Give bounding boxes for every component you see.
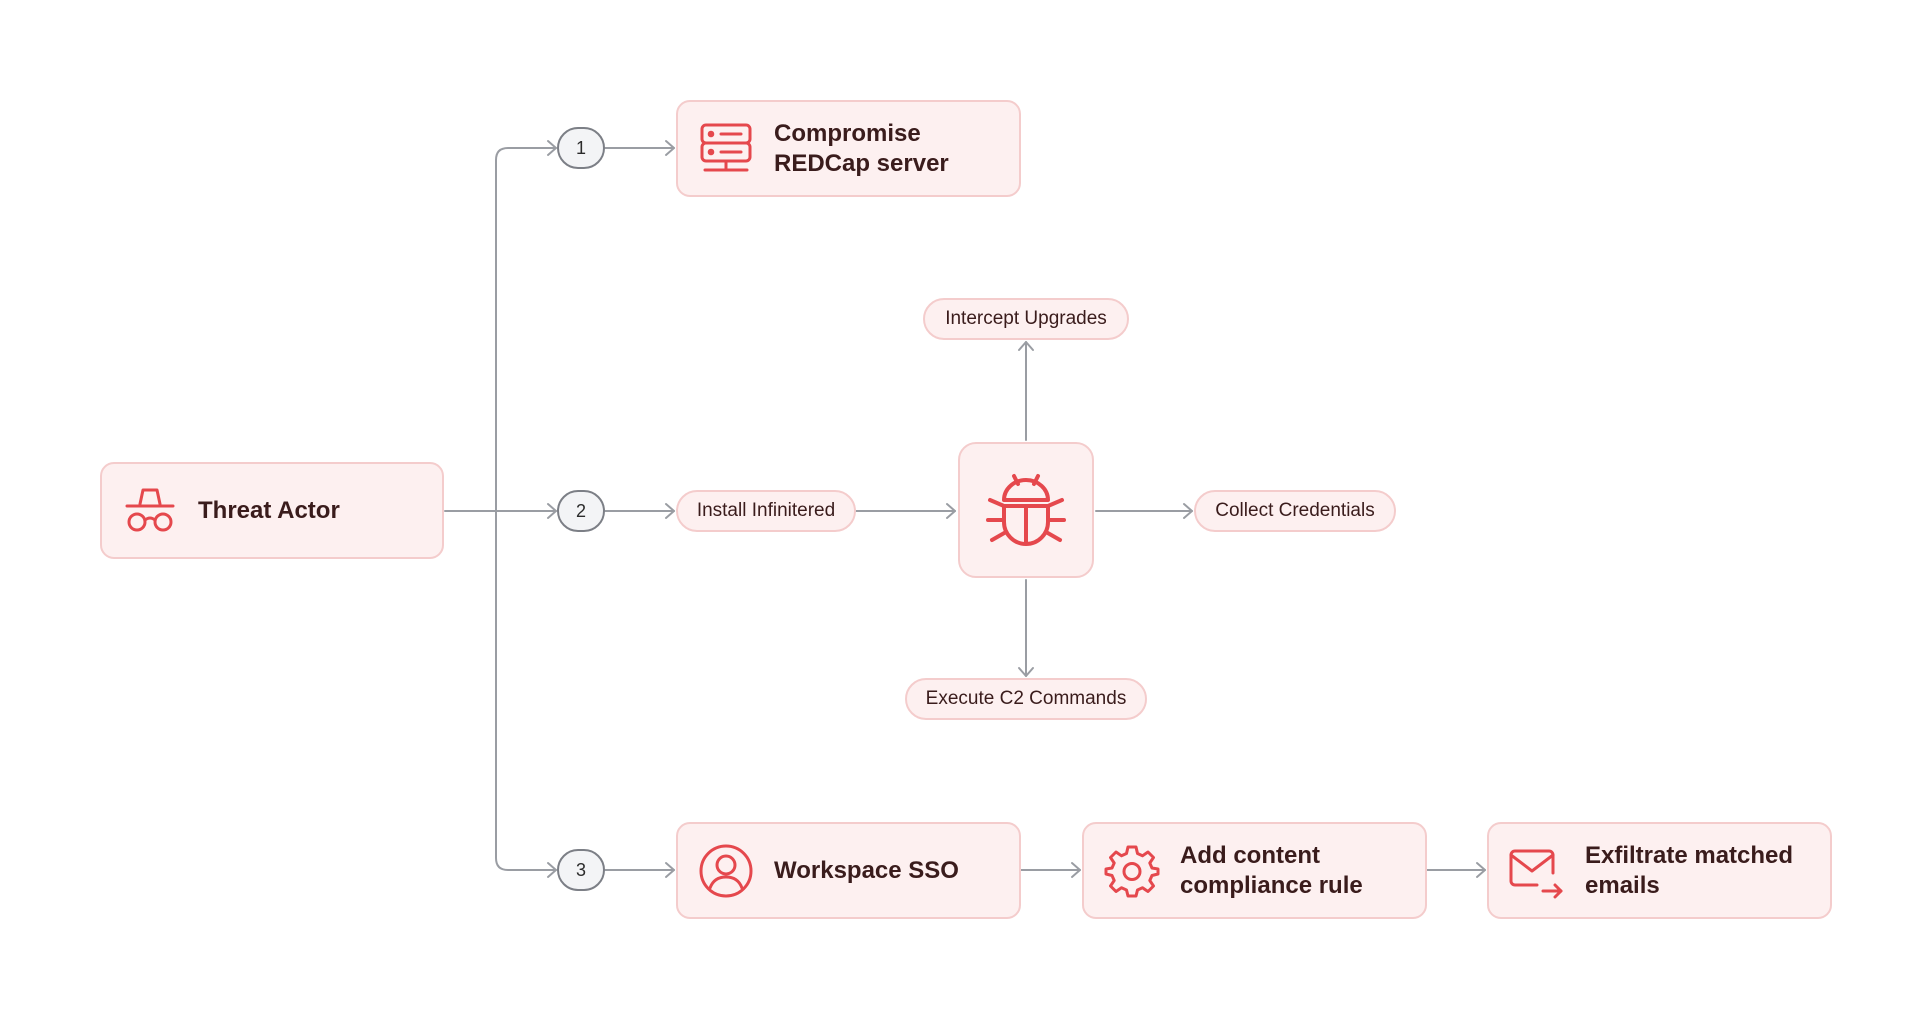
spy-icon <box>122 483 178 539</box>
threat-actor-node: Threat Actor <box>100 462 444 559</box>
arrow-head-down <box>1018 667 1034 677</box>
intercept-upgrades-node: Intercept Upgrades <box>923 298 1129 340</box>
mail-forward-icon <box>1509 843 1565 899</box>
workspace-sso-label: Workspace SSO <box>774 856 959 884</box>
compromise-redcap-label: Compromise REDCap server <box>774 119 949 177</box>
execute-c2-node: Execute C2 Commands <box>905 678 1147 720</box>
connector-branch-1 <box>495 147 557 512</box>
compliance-rule-node: Add content compliance rule <box>1082 822 1427 919</box>
arrow-head-sso <box>665 862 675 878</box>
connector-branch-3 <box>495 510 557 871</box>
arrow-head-compromise <box>665 140 675 156</box>
server-icon <box>698 121 754 177</box>
malware-node <box>958 442 1094 578</box>
arrow-head-step-3 <box>547 862 557 878</box>
arrow-head-rule <box>1071 862 1081 878</box>
arrow-head-install <box>665 503 675 519</box>
step-marker-2: 2 <box>557 490 605 532</box>
arrow-head-step-2 <box>547 503 557 519</box>
arrow-head-right <box>1183 503 1193 519</box>
collect-credentials-node: Collect Credentials <box>1194 490 1396 532</box>
bug-icon <box>978 460 1074 561</box>
install-infinitered-node: Install Infinitered <box>676 490 856 532</box>
step-marker-1: 1 <box>557 127 605 169</box>
arrow-head-exfil <box>1476 862 1486 878</box>
user-circle-icon <box>698 843 754 899</box>
exfiltrate-emails-node: Exfiltrate matched emails <box>1487 822 1832 919</box>
workspace-sso-node: Workspace SSO <box>676 822 1021 919</box>
exfiltrate-emails-label: Exfiltrate matched emails <box>1585 841 1794 899</box>
gear-icon <box>1104 843 1160 899</box>
step-marker-3: 3 <box>557 849 605 891</box>
arrow-head-step-1 <box>547 140 557 156</box>
arrow-head-bug <box>946 503 956 519</box>
threat-actor-label: Threat Actor <box>198 496 340 524</box>
arrow-head-up <box>1018 341 1034 351</box>
compliance-rule-label: Add content compliance rule <box>1180 841 1363 899</box>
compromise-redcap-node: Compromise REDCap server <box>676 100 1021 197</box>
